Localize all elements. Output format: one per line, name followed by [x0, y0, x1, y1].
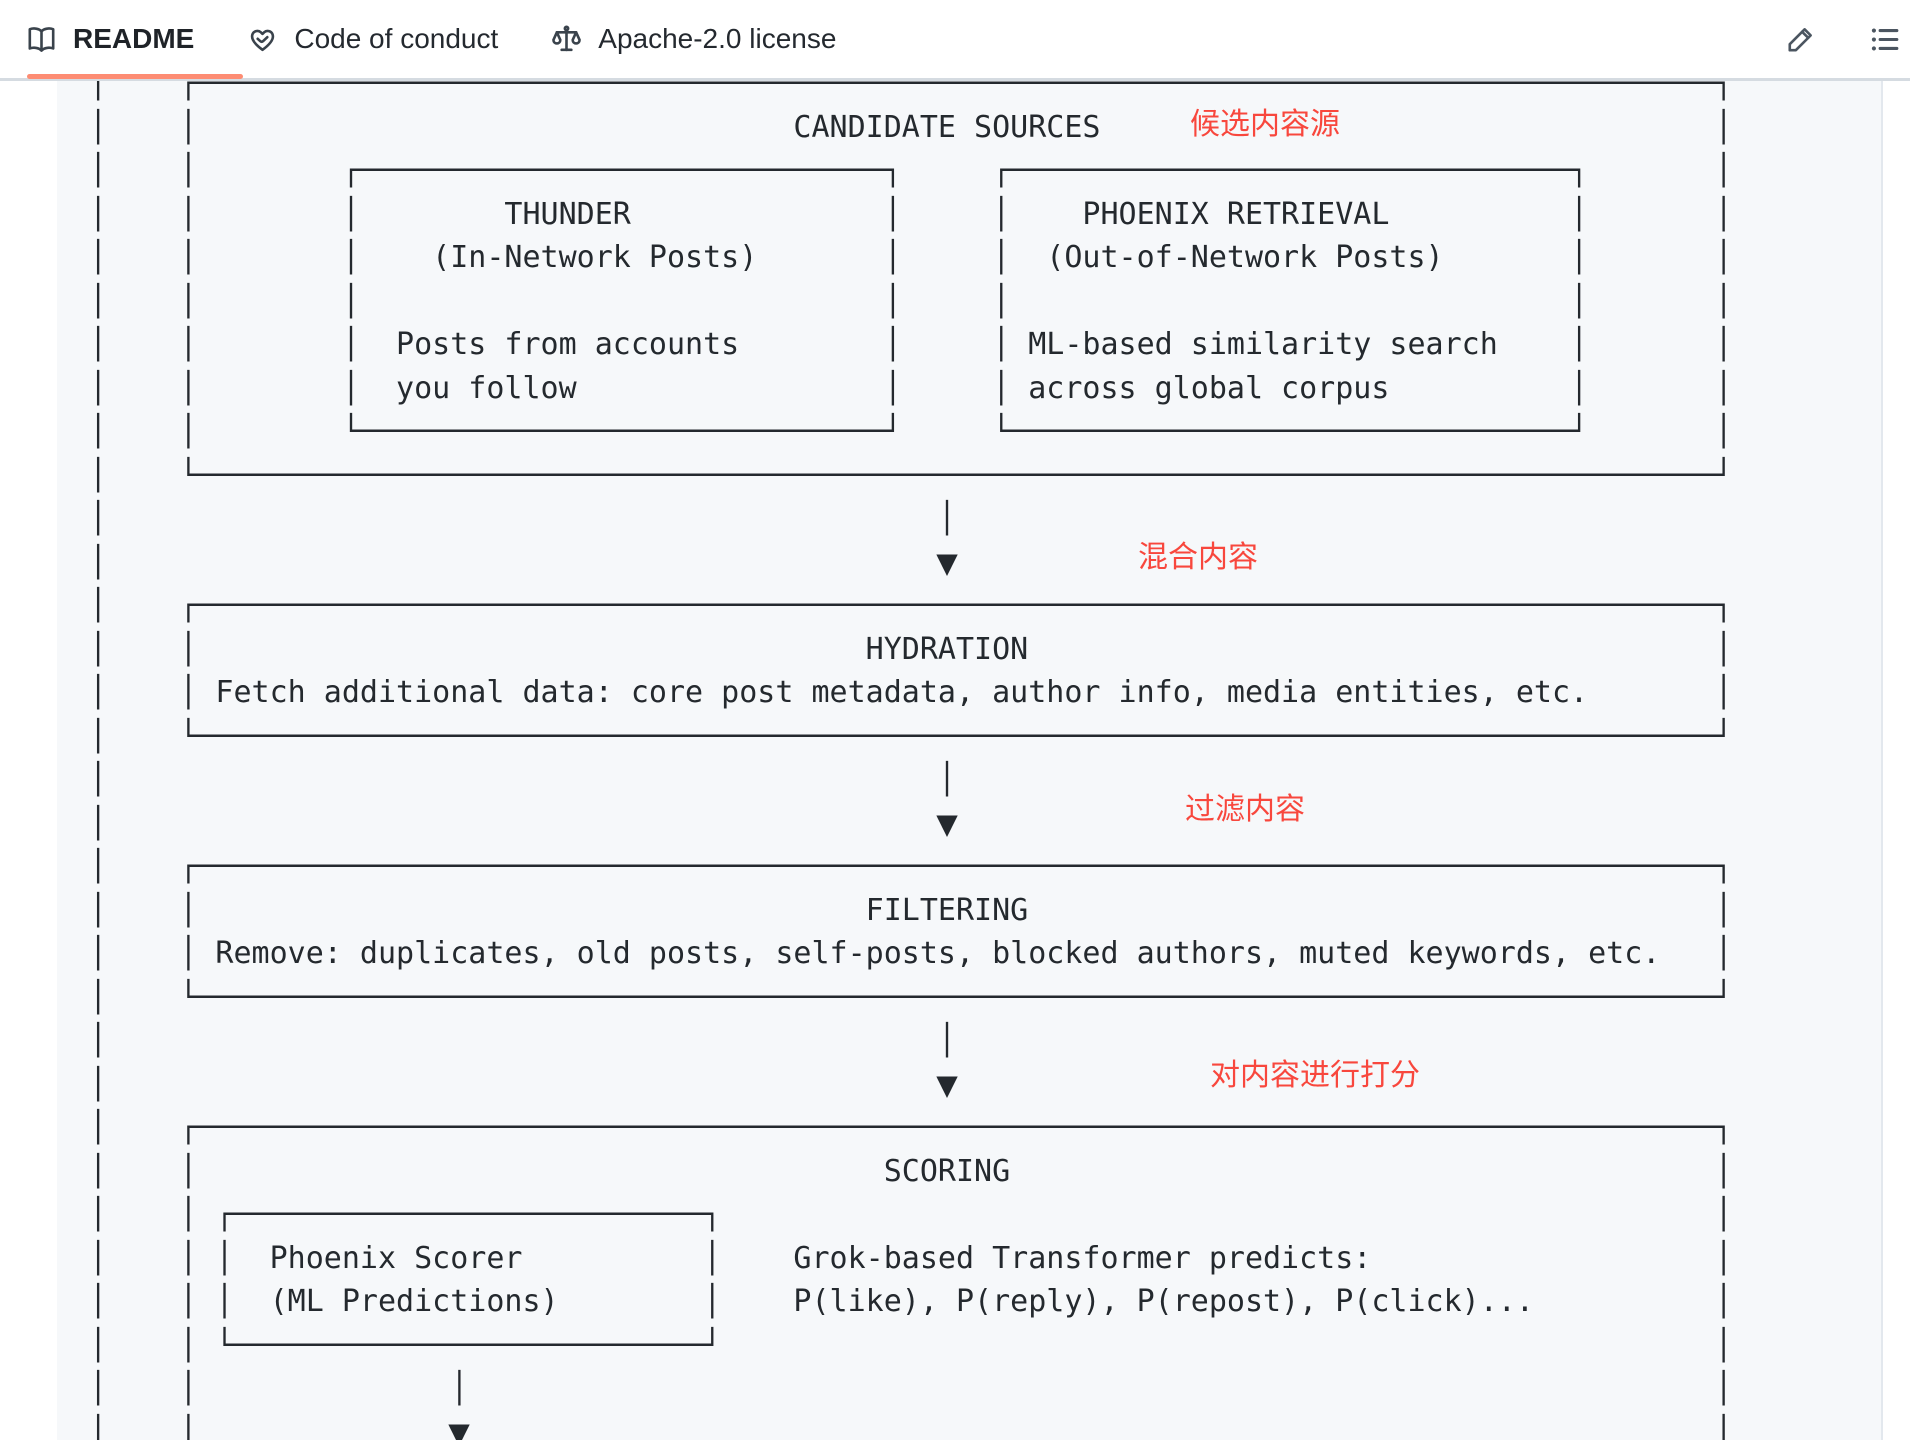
ascii-diagram: │ ┌─────────────────────────────────────…: [89, 81, 1733, 1440]
tab-readme[interactable]: README: [25, 0, 243, 79]
readme-code-block: │ ┌─────────────────────────────────────…: [57, 81, 1883, 1440]
code-of-conduct-icon: [251, 29, 275, 51]
tab-license-label: Apache-2.0 license: [598, 23, 837, 54]
outline-button[interactable]: [1868, 23, 1901, 56]
header-actions: [1784, 0, 1901, 78]
tab-license[interactable]: Apache-2.0 license: [550, 0, 836, 78]
tab-readme-label: README: [73, 23, 195, 54]
active-tab-underline: [27, 74, 243, 79]
list-icon: [1871, 28, 1899, 50]
tab-code-of-conduct-label: Code of conduct: [294, 23, 499, 54]
tab-code-of-conduct[interactable]: Code of conduct: [246, 0, 498, 78]
edit-readme-button[interactable]: [1784, 23, 1817, 56]
book-icon: [28, 26, 55, 52]
law-icon: [552, 25, 582, 51]
readme-tab-bar: README Code of conduct Apache-2.0 licens…: [0, 0, 1910, 81]
pencil-icon: [1788, 27, 1812, 52]
tab-list: README Code of conduct Apache-2.0 licens…: [25, 0, 836, 79]
